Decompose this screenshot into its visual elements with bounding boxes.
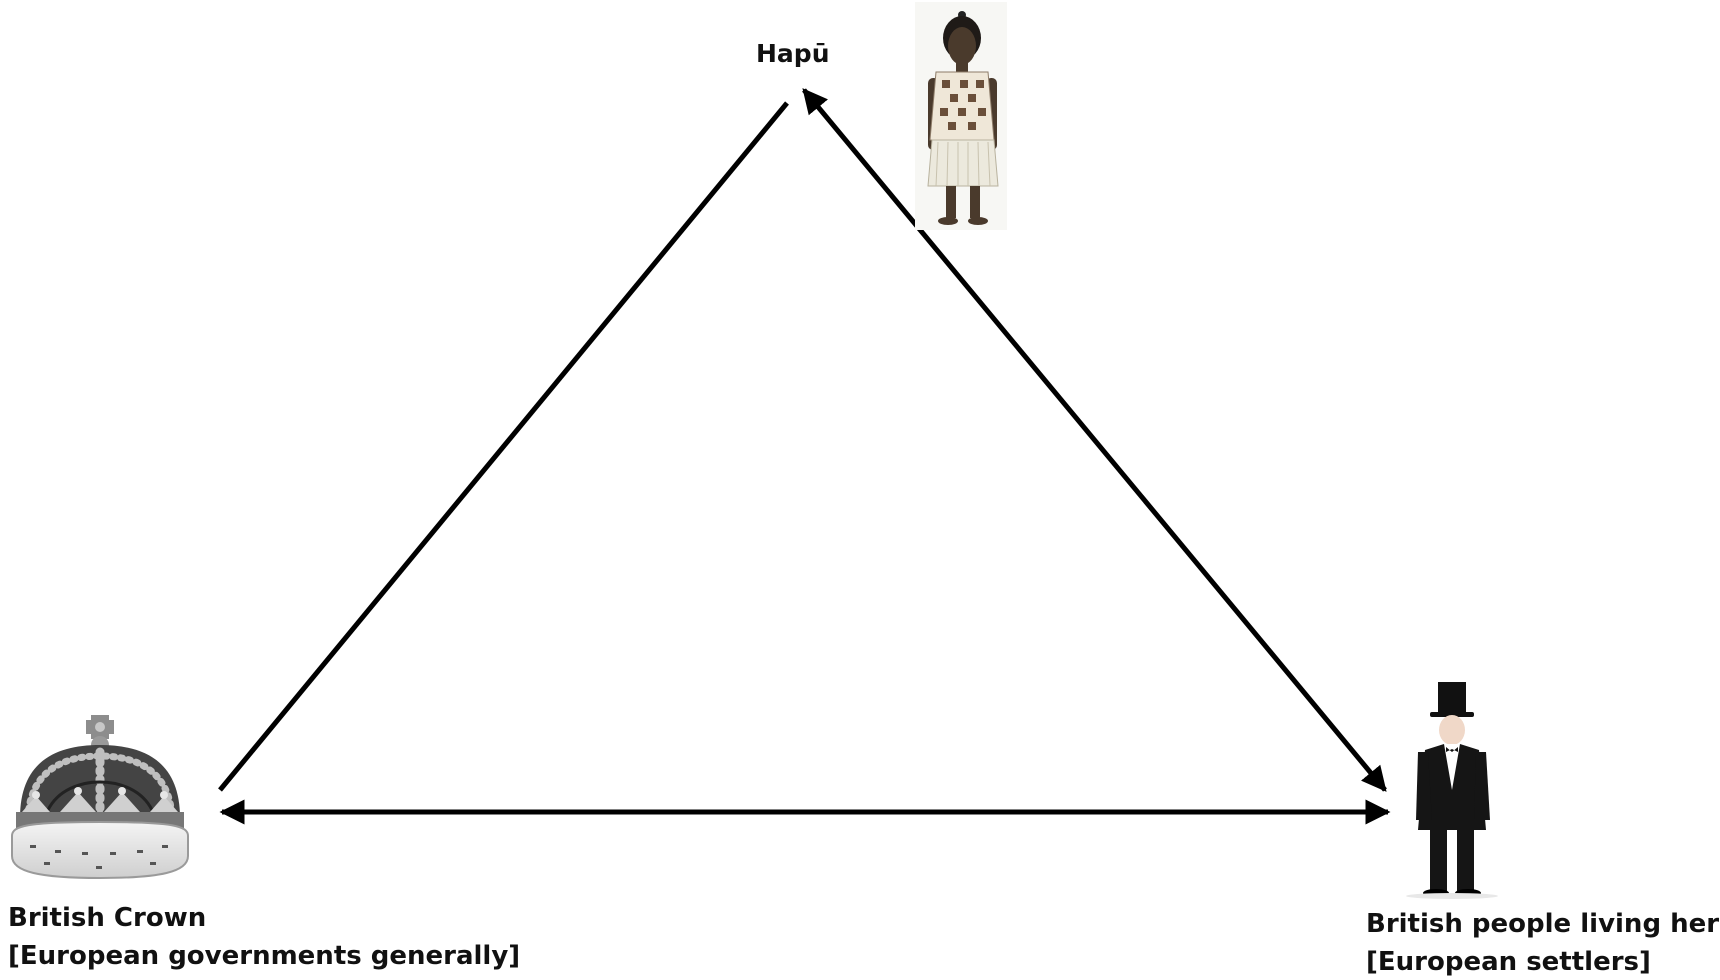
node-settlers-label: British people living here [European set… (1366, 906, 1720, 980)
maori-figure-icon (915, 2, 1007, 230)
node-hapu-title: Hapū (756, 36, 830, 72)
node-settlers-title: British people living here (1366, 906, 1720, 944)
node-hapu-label: Hapū (756, 36, 830, 72)
edge-crown-hapu (220, 103, 787, 790)
node-crown-subtitle: [European governments generally] (8, 938, 520, 976)
top-hat-gentleman-icon (1406, 682, 1498, 899)
node-settlers-subtitle: [European settlers] (1366, 944, 1720, 980)
node-crown-title: British Crown (8, 900, 520, 938)
crown-icon (12, 715, 188, 878)
edge-hapu-settlers (804, 90, 1385, 790)
node-crown-label: British Crown [European governments gene… (8, 900, 520, 975)
